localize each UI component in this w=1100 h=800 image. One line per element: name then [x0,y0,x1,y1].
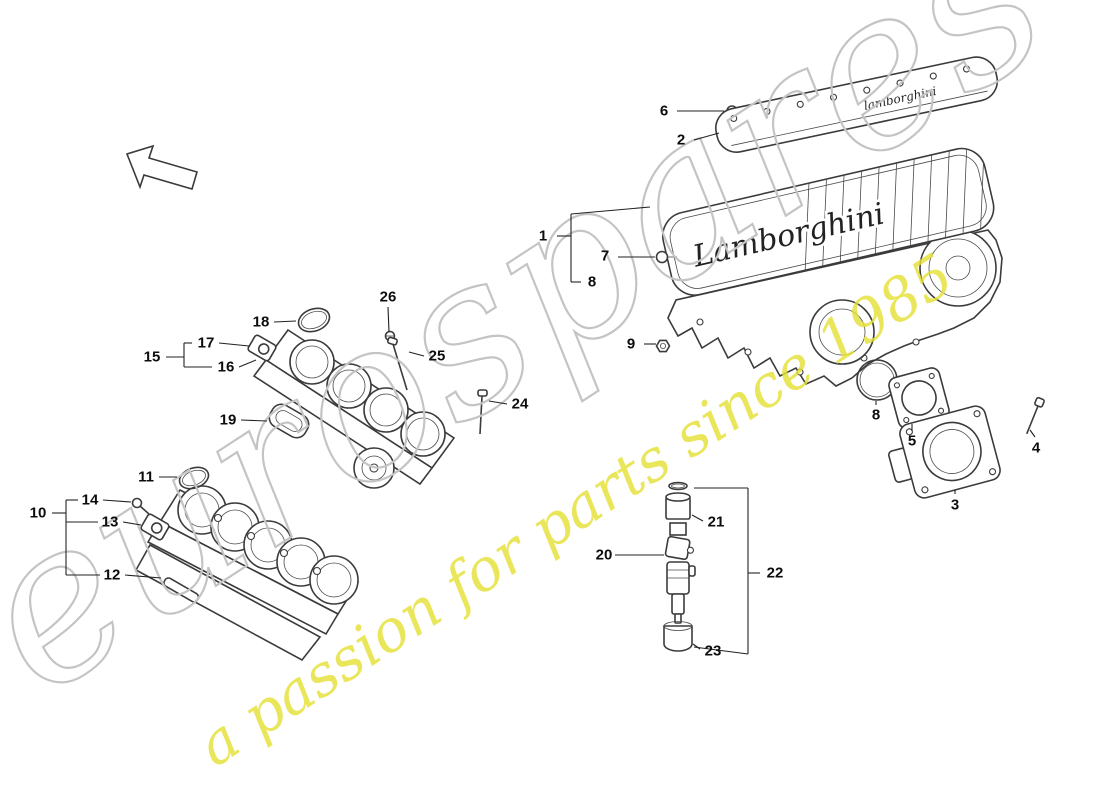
part-label-9[interactable]: 9 [626,335,636,353]
intake-manifold-upper-drawing [247,307,488,489]
intake-manifold-lower-drawing [131,466,360,662]
part-label-21[interactable]: 21 [707,513,725,531]
leader-line [238,359,257,368]
leader-line [692,643,701,650]
seal-strip [163,577,200,603]
part-label-7[interactable]: 7 [600,247,610,265]
throttle-body [888,405,1001,499]
part-label-8[interactable]: 8 [871,406,881,424]
upper-gasket [268,403,310,439]
plenum-center-port [809,299,875,365]
bolt-25 [386,336,408,391]
part-label-23[interactable]: 23 [704,642,722,660]
injector-body [666,561,696,624]
leader-line [124,574,162,579]
leader-line [1029,429,1036,438]
leader-line [102,499,132,503]
part-label-6[interactable]: 6 [659,102,669,120]
part-label-18[interactable]: 18 [252,313,270,331]
leader-line [218,342,250,347]
intake-plenum-drawing: lamborghini [655,56,1045,499]
part-label-11[interactable]: 11 [138,468,154,486]
leader-line [693,132,720,141]
leader-line [122,521,142,526]
leader-line [240,419,268,422]
throttle-gasket [888,367,950,429]
leader-line [408,351,425,357]
drawings-layer: lamborghini [125,56,1045,662]
part-label-12[interactable]: 12 [103,566,121,584]
part-label-1[interactable]: 1 [538,227,548,245]
part-label-10[interactable]: 10 [29,504,47,522]
injector-connector [664,535,695,561]
part-label-8[interactable]: 8 [587,273,597,291]
plenum-bolt-7 [655,250,677,264]
bolt-24 [477,389,488,435]
injector-cup [663,621,693,652]
fuel-injector-drawing [663,481,696,652]
part-label-17[interactable]: 17 [197,334,215,352]
part-label-14[interactable]: 14 [81,491,99,509]
part-label-26[interactable]: 26 [379,288,397,306]
part-label-13[interactable]: 13 [101,513,119,531]
part-label-24[interactable]: 24 [511,395,529,413]
plenum-body [667,229,1003,387]
part-label-19[interactable]: 19 [219,411,237,429]
leader-line [691,514,704,522]
injector-valve [665,492,691,520]
part-label-5[interactable]: 5 [907,432,917,450]
plenum-nut [655,339,671,353]
manifold-sensor-lower [140,513,170,541]
plenum-cover-strip: lamborghini [715,56,999,153]
leader-line [693,646,749,655]
part-label-25[interactable]: 25 [428,347,446,365]
leader-line [273,320,297,323]
injector-o-ring [668,481,688,491]
part-label-15[interactable]: 15 [143,348,161,366]
part-label-3[interactable]: 3 [950,496,960,514]
part-label-4[interactable]: 4 [1031,439,1041,457]
bolt-14 [131,497,150,515]
part-label-16[interactable]: 16 [217,358,235,376]
leader-lines-group [52,110,1036,655]
manifold-sensor-upper [247,334,277,362]
part-label-20[interactable]: 20 [595,546,613,564]
plenum-engine-cover: Lamborghini [661,143,999,296]
lower-o-ring [178,466,210,490]
injector-coupler [669,522,687,536]
leader-line [387,306,390,333]
direction-arrow-icon [125,144,198,190]
leader-line [570,206,651,215]
throttle-bolt [1026,396,1045,435]
part-label-2[interactable]: 2 [676,131,686,149]
upper-o-ring [297,307,331,333]
leader-line [488,400,508,405]
part-label-22[interactable]: 22 [766,564,784,582]
